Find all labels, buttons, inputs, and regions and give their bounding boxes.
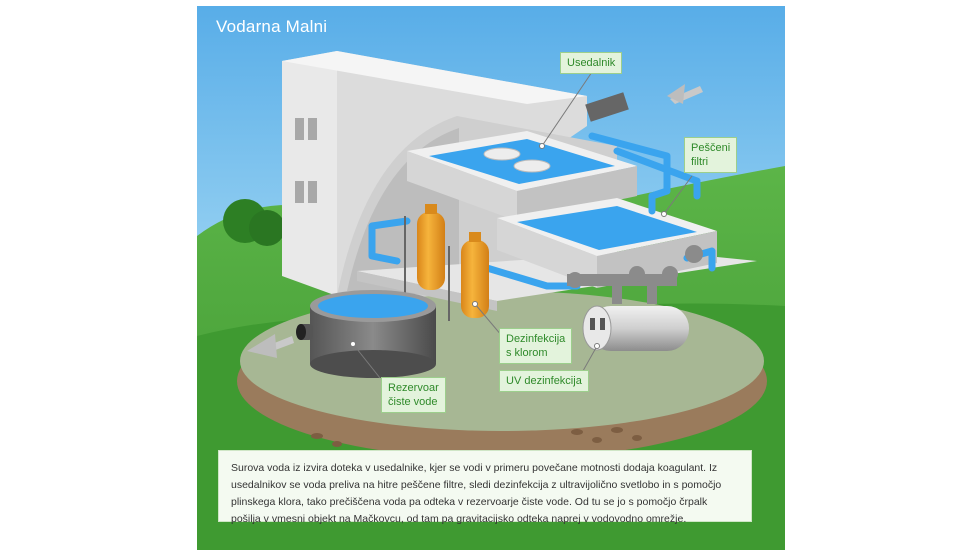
grey-pipes (567, 245, 703, 304)
label-usedalnik: Usedalnik (560, 52, 623, 74)
sedimentation-basin-front (517, 166, 637, 221)
pointer-lines (350, 71, 693, 379)
label-usedalnik-text: Usedalnik (567, 57, 616, 69)
arrow-head (247, 334, 277, 358)
label-rezervoar: Rezervoar čiste vode (381, 377, 446, 413)
label-pesceni-filtri: Peščeni filtri (684, 137, 738, 173)
tree (249, 210, 285, 246)
label-dezinfekcija: Dezinfekcija s klorom (499, 328, 573, 364)
soil-stones (311, 427, 642, 447)
label-dezinfekcija-line2: s klorom (506, 347, 548, 359)
sand-filter-front (597, 231, 717, 288)
water-plant-scene: Vodarna Malni Usedalnik Peščeni filtri D… (197, 6, 785, 550)
description-text: Surova voda iz izvira doteka v usedalnik… (231, 462, 722, 525)
label-rezervoar-line1: Rezervoar (388, 382, 439, 394)
filter-water (517, 206, 697, 250)
label-pesceni-filtri-line2: filtri (691, 156, 709, 168)
label-uv-text: UV dezinfekcija (506, 375, 582, 387)
label-uv-dezinfekcija: UV dezinfekcija (499, 370, 589, 392)
label-rezervoar-line2: čiste vode (388, 396, 438, 408)
uv-disinfection-unit (582, 305, 689, 351)
label-dezinfekcija-line1: Dezinfekcija (506, 333, 566, 345)
description-box: Surova voda iz izvira doteka v usedalnik… (218, 450, 752, 525)
building-windows (295, 118, 317, 203)
clean-water-reservoir (296, 290, 436, 378)
intake-pipe (585, 92, 629, 122)
building-roof (282, 51, 587, 104)
arrow-head (667, 84, 685, 104)
sedimentation-basin-side (407, 151, 517, 221)
basin-drum (483, 147, 521, 161)
sand-filter-side (497, 218, 597, 288)
building-front (282, 51, 337, 296)
label-pesceni-filtri-line1: Peščeni (691, 142, 731, 154)
basin-drum (513, 159, 551, 173)
chlorine-tanks (404, 204, 489, 321)
page-title: Vodarna Malni (216, 17, 328, 36)
